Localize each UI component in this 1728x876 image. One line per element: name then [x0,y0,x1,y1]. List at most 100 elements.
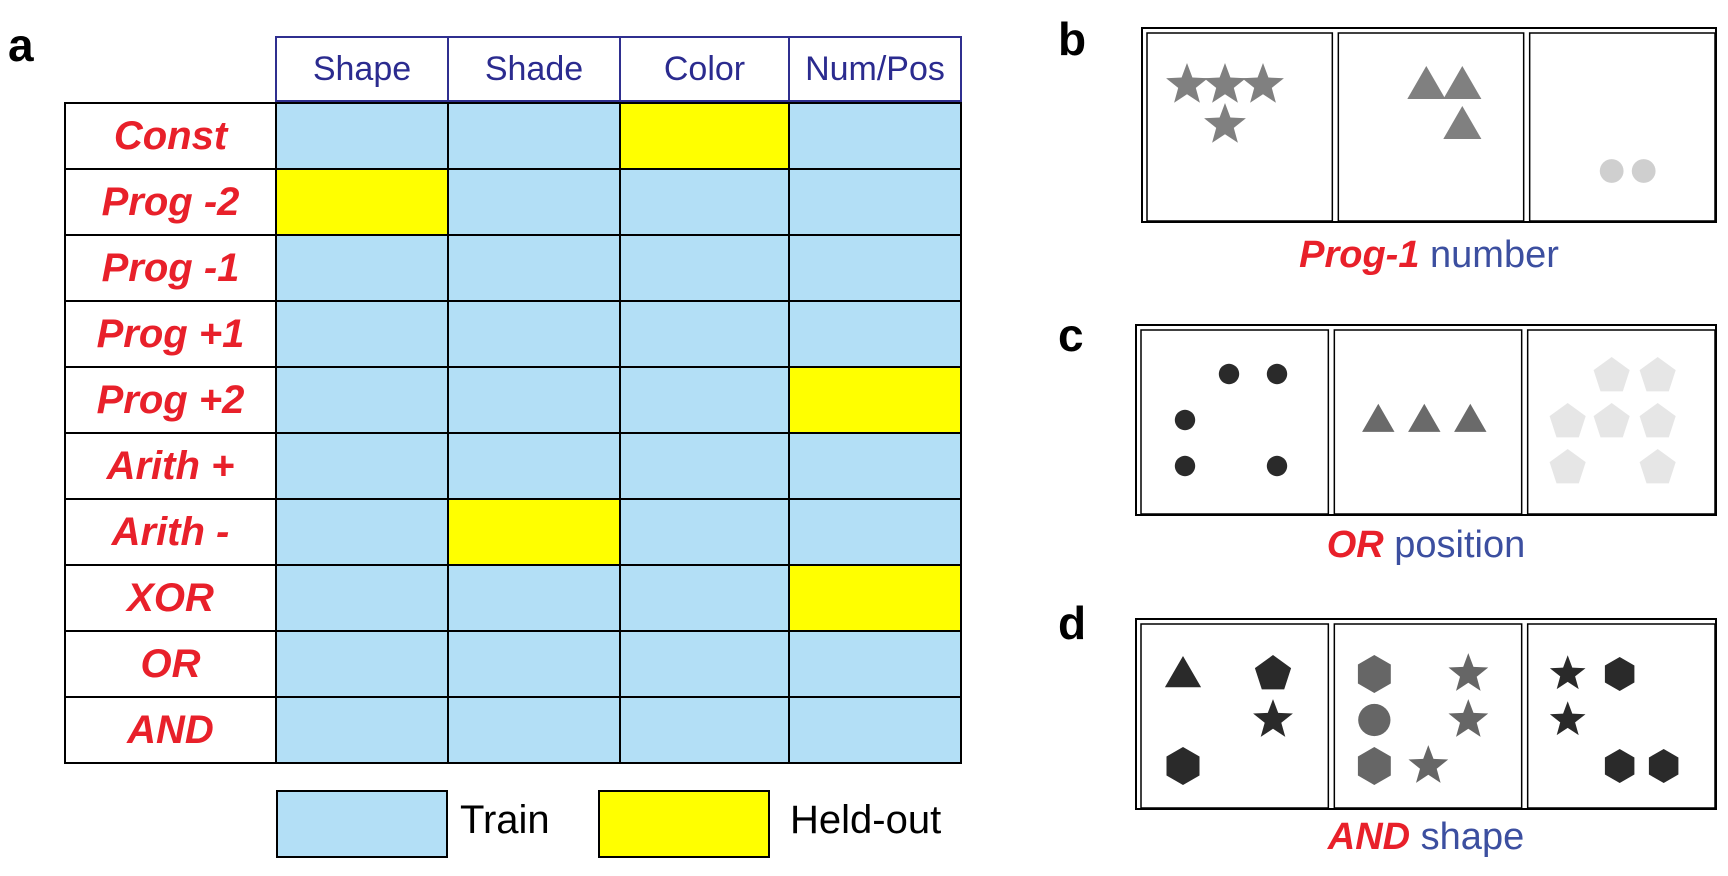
hexagon-shape [1166,747,1200,785]
hexagon-shape [1604,657,1635,691]
panel-c-letter: c [1058,309,1084,361]
column-header: Shape [275,36,449,102]
train-cell [619,630,790,698]
panel-b-caption: Prog-1 number [1141,236,1717,274]
triangle-shape [1407,66,1446,99]
panel-b-puzzle [1141,27,1717,223]
puzzle-frame [1337,32,1525,222]
train-cell [619,564,790,632]
star-shape [1408,745,1449,783]
train-cell [275,300,449,368]
train-cell [447,234,621,302]
legend-held-out-label: Held-out [790,798,942,842]
hexagon-shape [1357,655,1391,693]
row-header: AND [64,696,277,764]
panel-c-caption-attr: position [1394,524,1526,566]
train-cell [275,630,449,698]
train-cell [619,168,790,236]
triangle-shape [1443,106,1482,139]
row-header: Const [64,102,277,170]
train-cell [788,168,962,236]
train-cell [788,234,962,302]
circle-shape [1631,159,1656,183]
row-header: Prog +2 [64,366,277,434]
star-shape [1166,63,1208,103]
train-cell [275,234,449,302]
panel-d-caption: AND shape [1135,818,1717,856]
pentagon-shape [1639,449,1676,484]
row-header: OR [64,630,277,698]
star-shape [1204,103,1246,143]
panel-c-caption: OR position [1135,526,1717,564]
pentagon-shape [1593,357,1630,392]
held-out-cell [619,102,790,170]
train-cell [447,696,621,764]
train-cell [619,366,790,434]
panel-c-puzzle [1135,324,1717,516]
triangle-shape [1454,403,1487,432]
star-shape [1448,653,1489,691]
pentagon-shape [1593,403,1630,438]
hexagon-shape [1357,747,1391,785]
train-cell [447,630,621,698]
train-cell [275,498,449,566]
held-out-cell [275,168,449,236]
circle-shape [1174,455,1196,477]
circle-shape [1266,363,1288,385]
circle-shape [1599,159,1624,183]
train-cell [788,432,962,500]
triangle-shape [1408,403,1441,432]
held-out-cell [447,498,621,566]
star-shape [1204,63,1246,103]
train-cell [275,564,449,632]
train-cell [275,366,449,434]
pentagon-shape [1549,449,1586,484]
row-header: Arith - [64,498,277,566]
train-cell [275,432,449,500]
column-header: Num/Pos [788,36,962,102]
triangle-shape [1443,66,1482,99]
train-cell [447,300,621,368]
panel-b-letter: b [1058,13,1087,65]
row-header: XOR [64,564,277,632]
panel-d-puzzle [1135,618,1717,810]
circle-shape [1358,703,1391,737]
train-cell [788,300,962,368]
row-header: Prog -1 [64,234,277,302]
train-cell [447,564,621,632]
panel-c-drawing [1140,329,1716,515]
star-shape [1448,699,1489,737]
train-cell [447,102,621,170]
pentagon-shape [1639,357,1676,392]
panel-d-caption-attr: shape [1420,816,1525,858]
star-shape [1253,699,1293,737]
triangle-shape [1362,403,1395,432]
star-shape [1549,701,1586,736]
puzzle-frame [1146,32,1334,222]
panel-b-caption-attr: number [1430,234,1559,276]
triangle-shape [1164,656,1202,688]
pentagon-shape [1639,403,1676,438]
train-cell [619,234,790,302]
panel-b-caption-rule: Prog-1 [1299,234,1420,276]
train-cell [447,168,621,236]
held-out-cell [788,366,962,434]
puzzle-frame [1528,32,1716,222]
train-cell [447,366,621,434]
train-cell [788,696,962,764]
circle-shape [1174,409,1196,431]
train-cell [788,498,962,566]
row-header: Arith + [64,432,277,500]
legend-train-label: Train [460,798,550,842]
train-cell [275,102,449,170]
panel-d-drawing [1140,623,1716,809]
column-header: Color [619,36,790,102]
row-header: Prog +1 [64,300,277,368]
train-cell [788,630,962,698]
hexagon-shape [1604,749,1635,783]
train-cell [447,432,621,500]
panel-d-caption-rule: AND [1327,816,1411,858]
circle-shape [1218,363,1240,385]
panel-a-letter: a [8,19,34,71]
star-shape [1242,63,1284,103]
